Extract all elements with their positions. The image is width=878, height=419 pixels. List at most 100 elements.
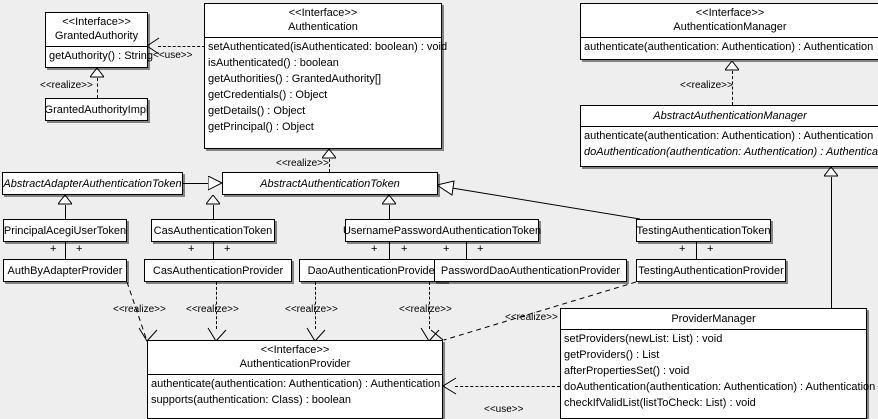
class-box-granted-authority-impl[interactable]: GrantedAuthorityImpl <box>45 98 148 121</box>
realize-label-authentication: <<realize>> <box>276 158 329 169</box>
member-row: authenticate(authentication: Authenticat… <box>151 378 441 390</box>
class-box-abstract-authentication-manager[interactable]: AbstractAuthenticationManager authentica… <box>580 105 878 167</box>
generalization-triangle-principal-token <box>58 195 72 205</box>
class-box-authentication[interactable]: <<Interface>> Authentication setAuthenti… <box>204 3 447 149</box>
member-row: getPrincipal() : Object <box>208 121 314 133</box>
divider <box>205 37 441 38</box>
realize-line-password-dao-provider <box>429 282 430 329</box>
association-marker: + <box>50 243 57 255</box>
stereotype-label: <<Interface>> <box>62 16 131 28</box>
class-name: TestingAuthenticationProvider <box>637 260 785 281</box>
association-marker: + <box>76 243 83 255</box>
class-name-text: AbstractAuthenticationToken <box>260 177 400 190</box>
stereotype-label: <<Interface>> <box>695 7 765 19</box>
class-box-abstract-adapter-authentication-token[interactable]: AbstractAdapterAuthenticationToken <box>2 172 183 195</box>
class-name-text: PasswordDaoAuthenticationProvider <box>440 264 621 277</box>
class-box-granted-authority[interactable]: <<Interface>> GrantedAuthority getAuthor… <box>45 12 153 68</box>
class-box-abstract-authentication-token[interactable]: AbstractAuthenticationToken <box>222 172 438 195</box>
class-name-text: GrantedAuthorityImpl <box>44 103 149 116</box>
association-marker: + <box>443 243 450 255</box>
association-line-testing <box>696 242 697 259</box>
members-compartment: authenticate(authentication: Authenticat… <box>148 375 442 409</box>
association-marker: + <box>224 243 231 255</box>
class-header: <<Interface>> AuthenticationManager <box>581 4 878 37</box>
class-name: GrantedAuthority <box>54 30 139 42</box>
generalization-line-cas-token <box>213 205 214 219</box>
realize-line-authentication <box>329 159 330 172</box>
stereotype-label: <<Interface>> <box>288 7 358 19</box>
class-name: AbstractAuthenticationToken <box>223 173 437 194</box>
class-header: ProviderManager <box>561 309 866 329</box>
generalization-triangle-cas-token <box>206 195 220 205</box>
divider <box>46 46 147 47</box>
class-header: <<Interface>> Authentication <box>205 4 441 37</box>
class-name-text: UsernamePasswordAuthenticationToken <box>342 224 542 237</box>
member-row: getDetails() : Object <box>208 105 306 117</box>
realize-label-granted-authority: <<realize>> <box>40 80 93 91</box>
realize-line-authentication-manager <box>732 71 733 105</box>
class-box-dao-authentication-provider[interactable]: DaoAuthenticationProvider <box>299 259 447 282</box>
class-box-auth-by-adapter-provider[interactable]: AuthByAdapterProvider <box>3 259 127 282</box>
member-row: doAuthentication(authentication: Authent… <box>564 381 876 393</box>
member-row: getProviders() : List <box>564 349 660 361</box>
association-marker: + <box>401 243 408 255</box>
member-row: getAuthority() : String <box>49 50 153 62</box>
class-header: <<Interface>> AuthenticationProvider <box>148 341 442 374</box>
class-name: GrantedAuthorityImpl <box>44 99 149 120</box>
generalization-triangle-adapter-token <box>208 176 223 191</box>
class-name: CasAuthenticationToken <box>152 220 274 241</box>
class-name: TestingAuthenticationToken <box>637 220 771 241</box>
realize-label-authentication-manager: <<realize>> <box>680 80 733 91</box>
generalization-triangle-username-password-token <box>382 195 396 205</box>
class-box-authentication-manager[interactable]: <<Interface>> AuthenticationManager auth… <box>580 3 878 60</box>
class-box-principal-acegi-user-token[interactable]: PrincipalAcegiUserToken <box>3 219 127 242</box>
class-box-testing-authentication-provider[interactable]: TestingAuthenticationProvider <box>636 259 786 282</box>
realize-label-password-dao-provider: <<realize>> <box>399 304 452 315</box>
members-compartment: authenticate(authentication: Authenticat… <box>581 38 878 56</box>
stereotype-label: <<Interface>> <box>260 344 330 356</box>
association-marker: + <box>188 243 195 255</box>
class-box-cas-authentication-provider[interactable]: CasAuthenticationProvider <box>144 259 292 282</box>
member-row: getAuthorities() : GrantedAuthority[] <box>208 73 382 85</box>
member-row: doAuthentication(authentication: Authent… <box>584 146 878 158</box>
members-compartment: getAuthority() : String <box>46 47 153 65</box>
generalization-line-adapter-token <box>183 183 209 184</box>
class-box-testing-authentication-token[interactable]: TestingAuthenticationToken <box>636 219 771 242</box>
class-name-text: TestingAuthenticationProvider <box>638 264 784 277</box>
class-box-provider-manager[interactable]: ProviderManager setProviders(newList: Li… <box>560 308 876 419</box>
realize-line-dao-provider <box>315 282 316 329</box>
generalization-line-username-password-token <box>389 205 390 219</box>
class-name: UsernamePasswordAuthenticationToken <box>342 220 542 241</box>
generalization-line-provider-manager <box>831 177 832 308</box>
generalization-line-principal-token <box>65 205 66 219</box>
class-box-cas-authentication-token[interactable]: CasAuthenticationToken <box>151 219 275 242</box>
divider <box>581 37 878 38</box>
member-row: getCredentials() : Object <box>208 89 328 101</box>
member-row: authenticate(authentication: Authenticat… <box>584 130 874 142</box>
class-box-password-dao-authentication-provider[interactable]: PasswordDaoAuthenticationProvider <box>434 259 627 282</box>
class-box-username-password-authentication-token[interactable]: UsernamePasswordAuthenticationToken <box>342 219 542 242</box>
use-label-provider-manager: <<use>> <box>484 404 524 415</box>
class-name: PasswordDaoAuthenticationProvider <box>435 260 626 281</box>
class-name: ProviderManager <box>671 313 756 325</box>
association-marker: + <box>477 243 484 255</box>
realize-label-dao-provider: <<realize>> <box>285 304 338 315</box>
class-name: AuthenticationManager <box>673 21 787 33</box>
realize-line-granted-authority <box>97 78 98 98</box>
class-box-authentication-provider[interactable]: <<Interface>> AuthenticationProvider aut… <box>147 340 443 419</box>
member-row: isAuthenticated() : boolean <box>208 57 339 69</box>
association-line-password-dao <box>466 242 467 259</box>
members-compartment: setProviders(newList: List) : void getPr… <box>561 330 876 412</box>
class-name-text: PrincipalAcegiUserToken <box>3 224 127 237</box>
association-marker: + <box>707 243 714 255</box>
members-compartment: setAuthenticated(isAuthenticated: boolea… <box>205 38 447 136</box>
association-line-cas <box>213 242 214 259</box>
realize-line-cas-provider <box>216 282 217 329</box>
realize-triangle-authentication-manager <box>725 61 739 71</box>
member-row: afterPropertiesSet() : void <box>564 365 690 377</box>
class-name-text: CasAuthenticationProvider <box>152 264 284 277</box>
class-name-text: AuthByAdapterProvider <box>7 264 123 277</box>
association-marker: + <box>371 243 378 255</box>
class-header: AbstractAuthenticationManager <box>581 106 878 126</box>
